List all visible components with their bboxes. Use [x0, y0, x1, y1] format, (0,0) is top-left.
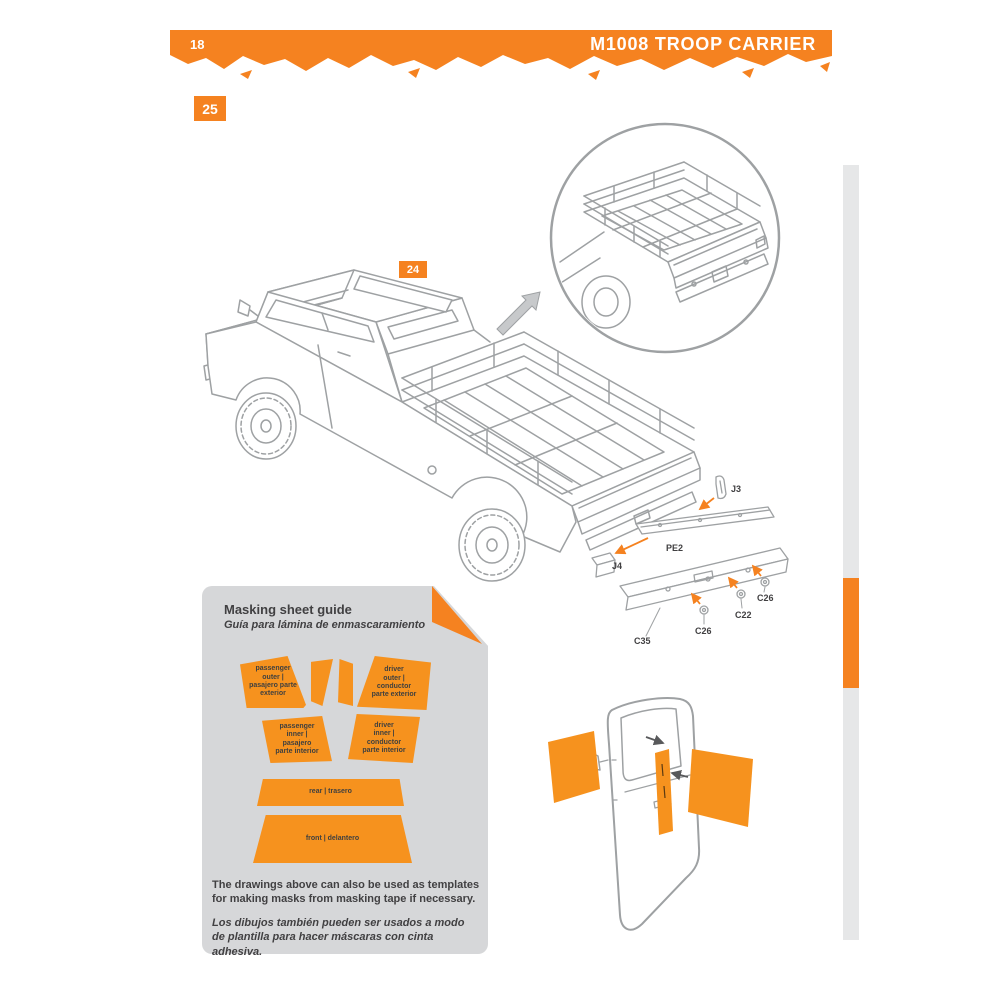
door-arrows — [645, 734, 689, 781]
mask-shape-driver-inner: driver inner | conductor parte interior — [348, 714, 420, 763]
mask-shape-passenger-inner: passenger inner | pasajero parte interio… — [262, 716, 332, 763]
assembly-arrows — [614, 497, 763, 605]
door-masking-illustration — [585, 697, 701, 931]
mask-label-passenger-inner: passenger inner | pasajero parte interio… — [275, 722, 319, 755]
mask-label-front: front | delantero — [305, 834, 360, 842]
masking-guide-title: Masking sheet guide — [224, 602, 352, 617]
rear-wheel — [458, 508, 526, 582]
mask-shape-vent-left — [311, 659, 333, 706]
edge-strip-gray-top — [843, 165, 859, 578]
step-badge-24: 24 — [399, 261, 427, 278]
masking-guide-panel: Masking sheet guide Guía para lámina de … — [202, 585, 489, 958]
part-label-j4: J4 — [612, 561, 623, 571]
detail-circle — [549, 122, 781, 354]
page-title: M1008 TROOP CARRIER — [590, 34, 816, 54]
step-badge-25: 25 — [194, 96, 226, 121]
page-number: 18 — [190, 37, 205, 52]
part-label-pe2: PE2 — [666, 543, 684, 553]
part-label-c26-a: C26 — [695, 626, 712, 636]
mask-label-driver-inner: driver inner | conductor parte interior — [362, 721, 406, 754]
masking-note-spanish: Los dibujos también pueden ser usados a … — [212, 917, 465, 958]
masking-guide-subtitle: Guía para lámina de enmascaramiento — [224, 619, 426, 631]
mask-shape-driver-outer: driver outer | conductor parte exterior — [357, 656, 431, 710]
masking-note-english: The drawings above can also be used as t… — [212, 879, 480, 906]
mask-shape-rear: rear | trasero — [257, 779, 404, 806]
mask-shape-vent-right — [338, 659, 353, 706]
mask-shape-front: front | delantero — [253, 815, 412, 863]
mask-label-passenger-outer: passenger outer | pasajero parte exterio… — [249, 665, 297, 698]
part-label-c22: C22 — [735, 610, 752, 620]
mask-label-driver-outer: driver outer | conductor parte exterior — [371, 666, 417, 699]
zoom-arrow — [496, 291, 541, 336]
edge-strip-orange — [843, 578, 859, 688]
edge-strip-gray-bottom — [843, 688, 859, 940]
part-c26-b — [760, 577, 770, 587]
truck-illustration — [203, 269, 701, 582]
mask-label-rear: rear | trasero — [309, 788, 352, 796]
part-c26-a — [699, 605, 709, 615]
front-wheel — [235, 392, 297, 460]
part-label-j3: J3 — [731, 484, 742, 494]
bumper-parts — [591, 475, 789, 637]
door-masks — [548, 731, 753, 835]
part-label-c26-b: C26 — [757, 593, 774, 603]
part-label-c35: C35 — [634, 636, 651, 646]
part-c22 — [736, 589, 746, 599]
header-band — [170, 30, 832, 80]
door-mask-outer — [688, 749, 753, 827]
mask-shape-passenger-outer: passenger outer | pasajero parte exterio… — [240, 656, 306, 708]
door-mask-inner — [548, 731, 600, 803]
